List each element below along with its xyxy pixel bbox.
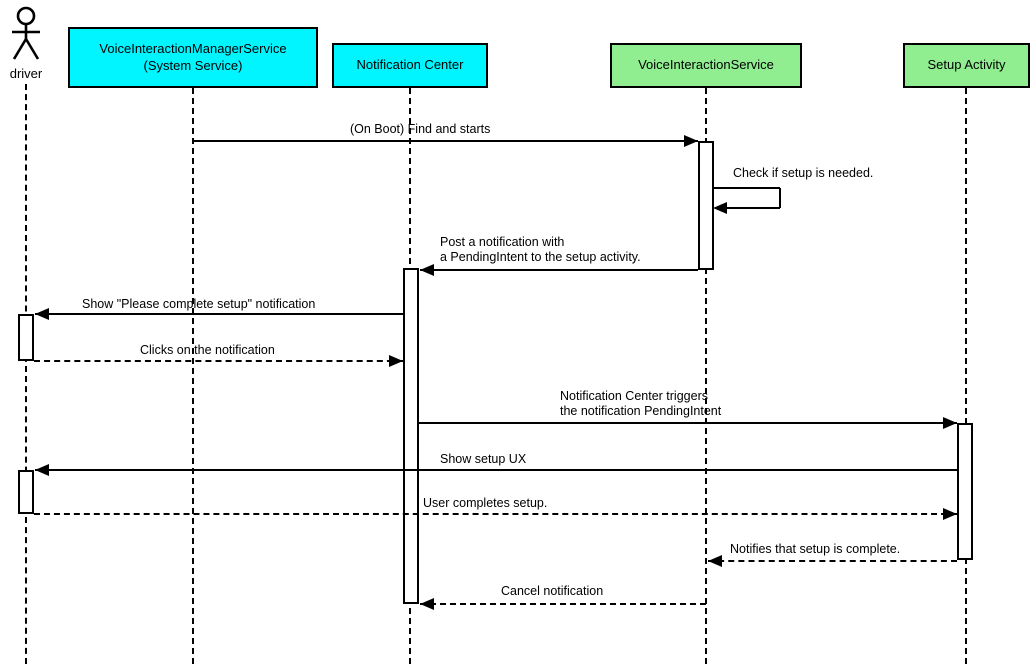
participant-voice-interaction-manager-service: VoiceInteractionManagerService (System S… (68, 27, 318, 88)
activation-bar-notification-center (403, 268, 419, 604)
message-show-please-complete-setup-notification-arrowhead (35, 308, 49, 320)
message-on-boot-find-and-starts-line (193, 140, 698, 142)
activation-bar-driver (18, 470, 34, 514)
lifeline-driver (25, 84, 27, 664)
message-notification-center-triggers-pendingintent-line (419, 422, 957, 424)
message-post-notification-with-pendingintent-arrowhead (420, 264, 434, 276)
participant-label: VoiceInteractionService (638, 57, 774, 73)
message-check-if-setup-is-needed-label: Check if setup is needed. (733, 166, 874, 180)
message-check-if-setup-is-needed-top (713, 187, 780, 189)
message-notification-center-triggers-pendingintent-arrowhead (943, 417, 957, 429)
message-post-notification-with-pendingintent-label: Post a notification with a PendingIntent… (440, 235, 641, 264)
message-cancel-notification-line (420, 603, 706, 605)
message-show-setup-ux-label: Show setup UX (440, 452, 527, 466)
participant-label: VoiceInteractionManagerService (System S… (99, 41, 287, 73)
activation-bar-setup-activity (957, 423, 973, 560)
participant-label: Setup Activity (927, 57, 1006, 73)
message-notifies-that-setup-is-complete-label: Notifies that setup is complete. (730, 542, 901, 556)
message-clicks-on-the-notification-line (34, 360, 403, 362)
activation-bar-voice-interaction-service (698, 141, 714, 270)
message-show-setup-ux-line (35, 469, 957, 471)
actor-icon (6, 4, 46, 71)
message-notification-center-triggers-pendingintent-label: Notification Center triggers the notific… (560, 389, 722, 418)
message-cancel-notification-label: Cancel notification (501, 584, 604, 598)
activation-bar-driver (18, 314, 34, 361)
participant-label: Notification Center (356, 57, 464, 73)
actor-name: driver (9, 66, 43, 81)
participant-notification-center: Notification Center (332, 43, 488, 88)
lifeline-setup-activity (965, 88, 967, 664)
message-show-please-complete-setup-notification-line (35, 313, 403, 315)
message-show-setup-ux-arrowhead (35, 464, 49, 476)
message-post-notification-with-pendingintent-line (420, 269, 698, 271)
participant-setup-activity: Setup Activity (903, 43, 1030, 88)
message-user-completes-setup-arrowhead (943, 508, 957, 520)
message-check-if-setup-is-needed-side (779, 188, 781, 208)
message-clicks-on-the-notification-label: Clicks on the notification (140, 343, 275, 357)
lifeline-voice-interaction-service (705, 88, 707, 664)
message-notifies-that-setup-is-complete-line (708, 560, 957, 562)
lifeline-voice-interaction-manager-service (192, 88, 194, 664)
participant-voice-interaction-service: VoiceInteractionService (610, 43, 802, 88)
message-user-completes-setup-label: User completes setup. (423, 496, 548, 510)
message-user-completes-setup-line (34, 513, 957, 515)
message-on-boot-find-and-starts-arrowhead (684, 135, 698, 147)
message-show-please-complete-setup-notification-label: Show "Please complete setup" notificatio… (82, 297, 316, 311)
message-on-boot-find-and-starts-label: (On Boot) Find and starts (350, 122, 491, 136)
message-notifies-that-setup-is-complete-arrowhead (708, 555, 722, 567)
message-cancel-notification-arrowhead (420, 598, 434, 610)
message-check-if-setup-is-needed-bottom (725, 207, 780, 209)
message-clicks-on-the-notification-arrowhead (389, 355, 403, 367)
message-check-if-setup-is-needed-arrowhead (713, 202, 727, 214)
